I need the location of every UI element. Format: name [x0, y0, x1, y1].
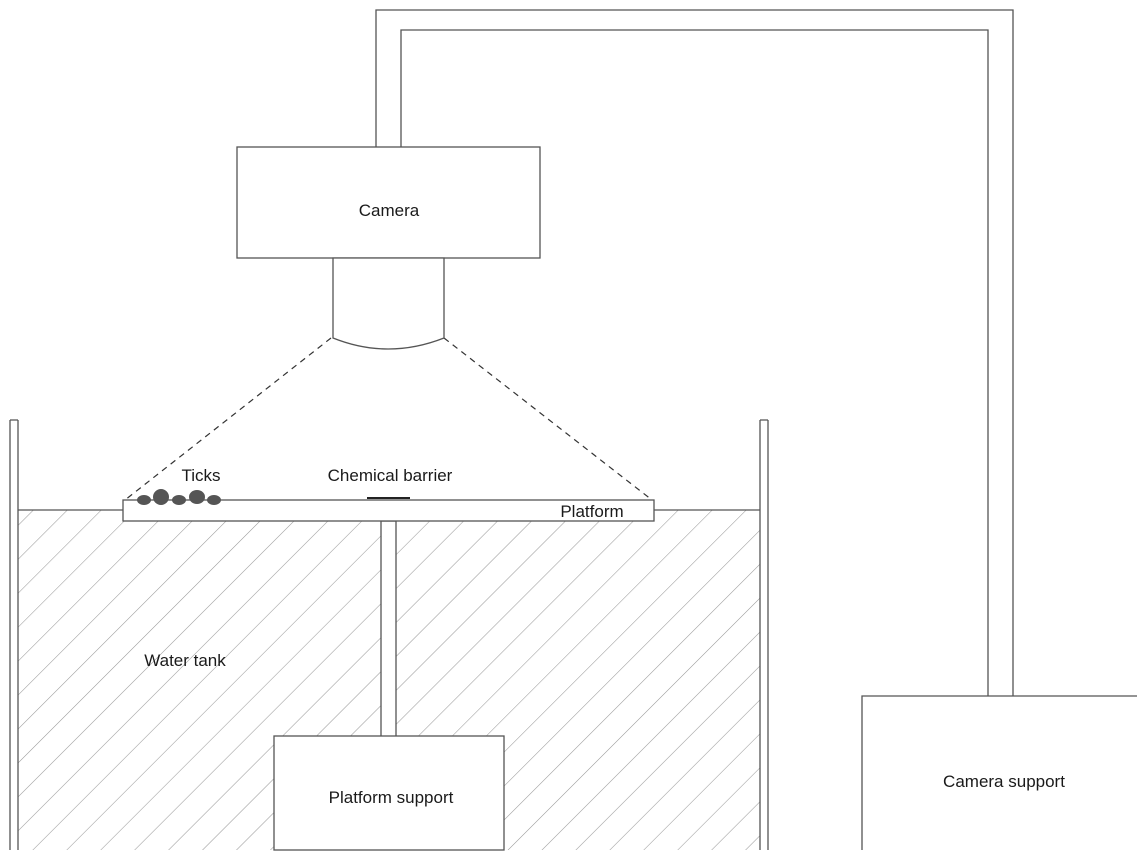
tank-right-wall [759, 419, 769, 850]
platform-support-label: Platform support [329, 788, 454, 807]
field-of-view-right [443, 337, 653, 501]
chemical-barrier-label: Chemical barrier [328, 466, 453, 485]
camera-label: Camera [359, 201, 420, 220]
camera-arm-outer [375, 9, 1014, 696]
tick [172, 495, 186, 505]
platform-post [380, 520, 397, 738]
tank-left-wall [9, 419, 19, 850]
tick [189, 490, 205, 504]
camera-support-box [861, 695, 1137, 850]
camera-body [236, 146, 541, 259]
camera-support-label: Camera support [943, 772, 1065, 791]
water-tank-label: Water tank [144, 651, 226, 670]
camera-lens [332, 257, 445, 350]
field-of-view-left [124, 337, 332, 501]
tick [207, 495, 221, 505]
platform-box [122, 499, 655, 522]
ticks-group [137, 489, 221, 505]
tick [137, 495, 151, 505]
camera-arm-inner [400, 29, 989, 696]
tick [153, 489, 169, 505]
platform-support-box [273, 735, 505, 851]
ticks-label: Ticks [181, 466, 220, 485]
platform-label: Platform [560, 502, 623, 521]
